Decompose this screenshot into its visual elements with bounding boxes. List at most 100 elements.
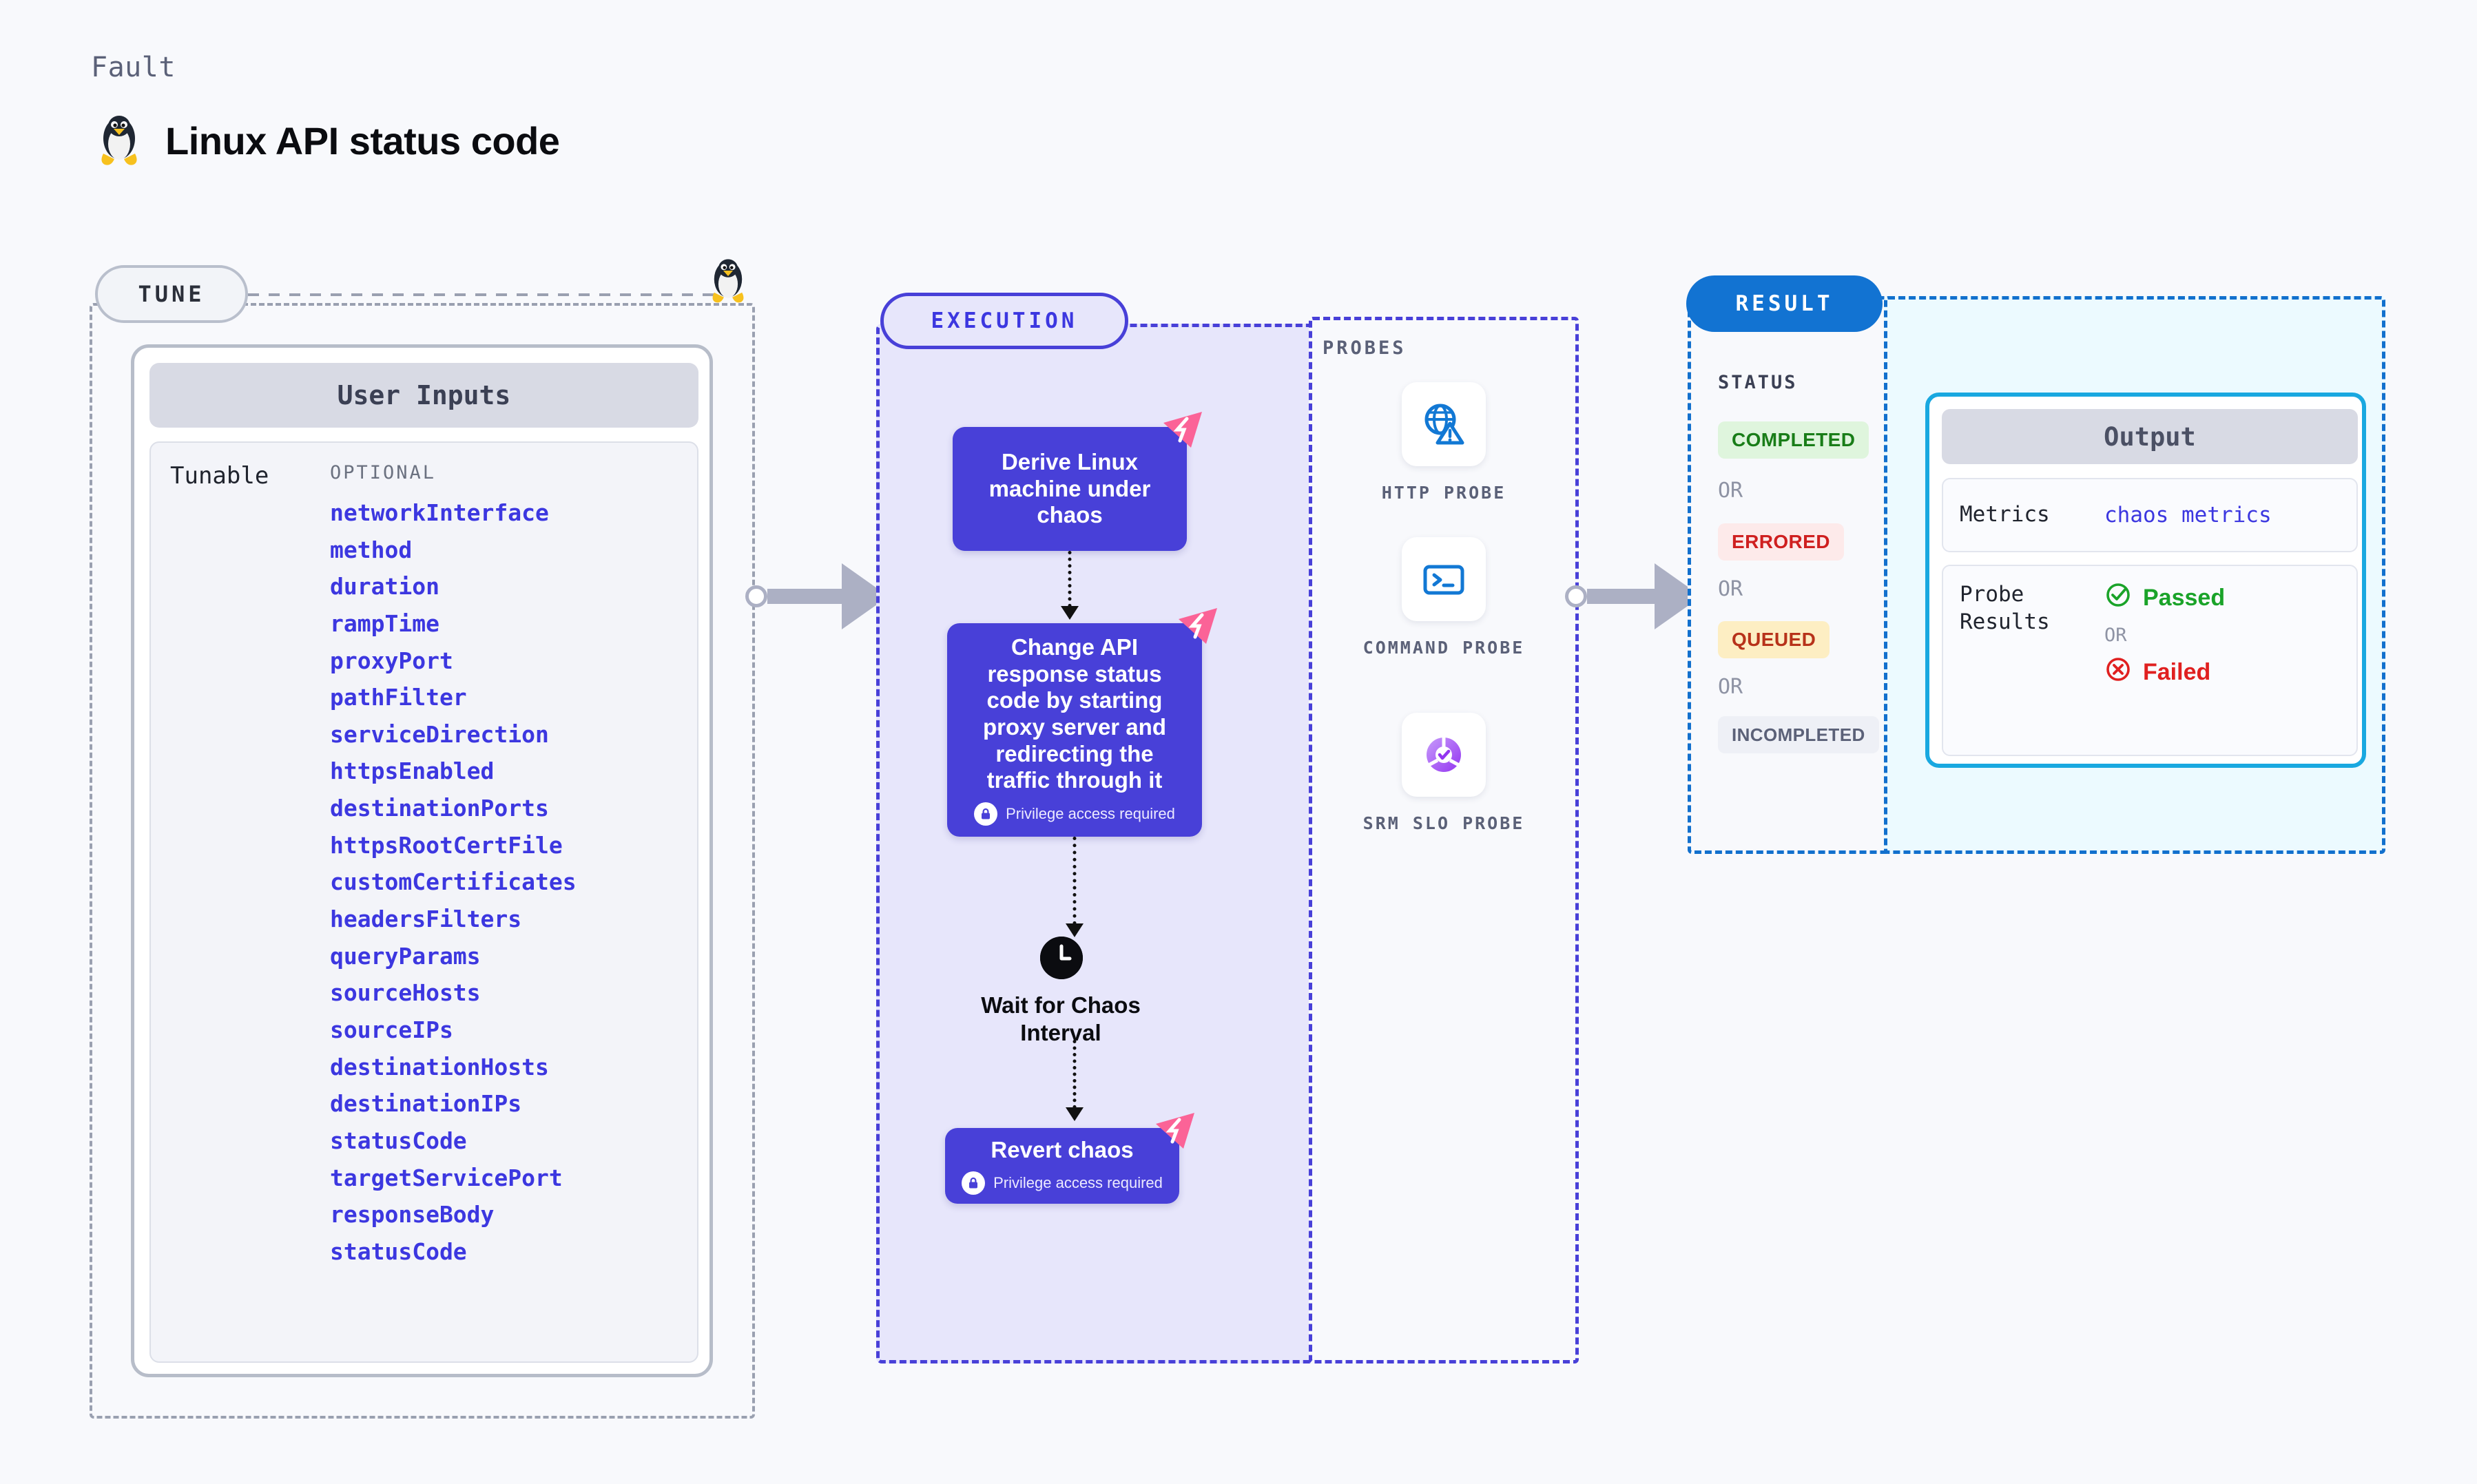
connector-dot <box>1565 585 1587 607</box>
tunable-param[interactable]: statusCode <box>330 1127 467 1154</box>
status-or-3: OR <box>1718 675 1743 699</box>
output-probe-results-row: Probe Results Passed OR <box>1942 565 2358 756</box>
probe-command-label: COMMAND PROBE <box>1362 638 1525 658</box>
probe-results-values: Passed OR Failed <box>2104 581 2225 689</box>
tunable-params-list: OPTIONAL networkInterface method duration r… <box>330 462 697 1361</box>
tunable-param[interactable]: duration <box>330 573 439 600</box>
tunable-param[interactable]: proxyPort <box>330 647 453 674</box>
probe-result-passed: Passed <box>2104 581 2225 615</box>
privilege-badge-text: Privilege access required <box>993 1174 1163 1192</box>
execution-node-revert-text: Revert chaos <box>991 1136 1134 1162</box>
tunable-param[interactable]: customCertificates <box>330 868 577 896</box>
flow-arrow-3 <box>947 1040 1202 1126</box>
execution-node-derive[interactable]: Derive Linux machine under chaos <box>953 412 1202 551</box>
execution-pill: EXECUTION <box>880 293 1128 349</box>
output-metrics-value[interactable]: chaos metrics <box>2104 503 2272 527</box>
tune-linux-penguin-icon <box>708 256 748 309</box>
connector-bar <box>1587 589 1656 604</box>
tunable-param[interactable]: destinationPorts <box>330 795 549 822</box>
probes-panel-border <box>1309 317 1579 1363</box>
status-or-1: OR <box>1718 479 1743 503</box>
output-metrics-row: Metrics chaos metrics <box>1942 478 2358 552</box>
tunable-param[interactable]: networkInterface <box>330 499 549 526</box>
page-title-text: Linux API status code <box>165 118 560 163</box>
output-probe-results-key: Probe Results <box>1960 582 2050 634</box>
privilege-badge: Privilege access required <box>974 802 1175 826</box>
check-circle-icon <box>2104 581 2132 615</box>
execution-node-revert[interactable]: Revert chaos Privilege access required <box>945 1113 1194 1204</box>
result-panel-border <box>1688 296 1891 854</box>
terminal-icon <box>1402 537 1486 621</box>
tunable-param[interactable]: responseBody <box>330 1201 495 1229</box>
user-inputs-title: User Inputs <box>149 363 698 428</box>
probe-srm-slo-label: SRM SLO PROBE <box>1362 813 1525 833</box>
probe-result-failed: Failed <box>2104 656 2225 689</box>
flow-arrow-1 <box>953 551 1187 623</box>
privilege-badge: Privilege access required <box>962 1171 1163 1195</box>
probe-http-label: HTTP PROBE <box>1381 483 1506 503</box>
output-metrics-key: Metrics <box>1960 502 2050 527</box>
chaos-ribbon-icon <box>1179 608 1217 644</box>
status-badge-incompleted: INCOMPLETED <box>1718 716 1879 753</box>
connector-bar <box>767 589 843 604</box>
clock-icon <box>1040 937 1083 979</box>
connector-dot <box>745 585 767 607</box>
tunable-param[interactable]: queryParams <box>330 942 481 970</box>
output-card: Output Metrics chaos metrics Probe Resul… <box>1925 393 2366 768</box>
status-badge-queued-text: QUEUED <box>1732 629 1816 650</box>
user-inputs-body: Tunable OPTIONAL networkInterface method d… <box>149 441 698 1363</box>
tunable-param[interactable]: serviceDirection <box>330 720 549 748</box>
probe-command[interactable]: COMMAND PROBE <box>1354 537 1533 660</box>
execution-node-change-api[interactable]: Change API response status code by start… <box>947 608 1217 837</box>
status-badge-queued: QUEUED <box>1718 621 1830 658</box>
status-badge-completed-text: COMPLETED <box>1732 429 1856 450</box>
tunable-param[interactable]: httpsEnabled <box>330 757 495 785</box>
status-title: STATUS <box>1718 372 1798 393</box>
probe-http[interactable]: HTTP PROBE <box>1354 382 1533 505</box>
tunable-param[interactable]: sourceIPs <box>330 1016 453 1043</box>
lock-icon <box>974 802 998 826</box>
status-or-2: OR <box>1718 577 1743 601</box>
x-circle-icon <box>2104 656 2132 689</box>
result-pill: RESULT <box>1686 275 1883 332</box>
tunable-param[interactable]: rampTime <box>330 609 439 637</box>
tunable-param[interactable]: httpsRootCertFile <box>330 831 563 859</box>
tunable-param[interactable]: pathFilter <box>330 684 467 711</box>
tune-pill: TUNE <box>95 265 248 323</box>
tunable-label: Tunable <box>170 462 269 490</box>
tunable-param[interactable]: sourceHosts <box>330 979 481 1007</box>
slo-donut-check-icon <box>1402 713 1486 797</box>
probes-title: PROBES <box>1323 337 1407 359</box>
fault-eyebrow: Fault <box>91 52 176 83</box>
wait-for-chaos-interval-label: Wait for Chaos Interval <box>981 992 1141 1046</box>
globe-warning-icon <box>1402 382 1486 466</box>
execution-node-change-api-text: Change API response status code by start… <box>983 634 1166 793</box>
tunable-param[interactable]: destinationHosts <box>330 1053 549 1080</box>
linux-penguin-icon <box>96 114 142 167</box>
probe-srm-slo[interactable]: SRM SLO PROBE <box>1354 713 1533 835</box>
flow-arrow-2 <box>947 837 1202 943</box>
lock-icon <box>962 1171 986 1195</box>
tunable-param[interactable]: targetServicePort <box>330 1164 563 1191</box>
probe-result-or: OR <box>2104 625 2127 646</box>
tunable-param[interactable]: destinationIPs <box>330 1090 522 1118</box>
probe-result-failed-label: Failed <box>2143 659 2211 685</box>
status-badge-errored: ERRORED <box>1718 523 1844 561</box>
chaos-ribbon-icon <box>1163 412 1202 448</box>
output-title: Output <box>1942 409 2358 464</box>
status-badge-incompleted-text: INCOMPLETED <box>1732 724 1865 745</box>
user-inputs-card: User Inputs Tunable OPTIONAL networkInte… <box>131 344 713 1377</box>
execution-node-derive-text: Derive Linux machine under chaos <box>988 449 1151 528</box>
privilege-badge-text: Privilege access required <box>1006 804 1175 822</box>
tune-panel-border <box>90 303 755 1419</box>
tunable-param[interactable]: headersFilters <box>330 906 522 933</box>
tunable-param[interactable]: statusCode <box>330 1237 467 1265</box>
page-title: Linux API status code <box>96 114 560 167</box>
tunable-param[interactable]: method <box>330 536 413 563</box>
tune-dash-connector <box>248 293 723 296</box>
optional-label: OPTIONAL <box>330 462 437 483</box>
probe-result-passed-label: Passed <box>2143 585 2226 611</box>
status-badge-errored-text: ERRORED <box>1732 531 1830 552</box>
chaos-ribbon-icon <box>1156 1113 1194 1149</box>
